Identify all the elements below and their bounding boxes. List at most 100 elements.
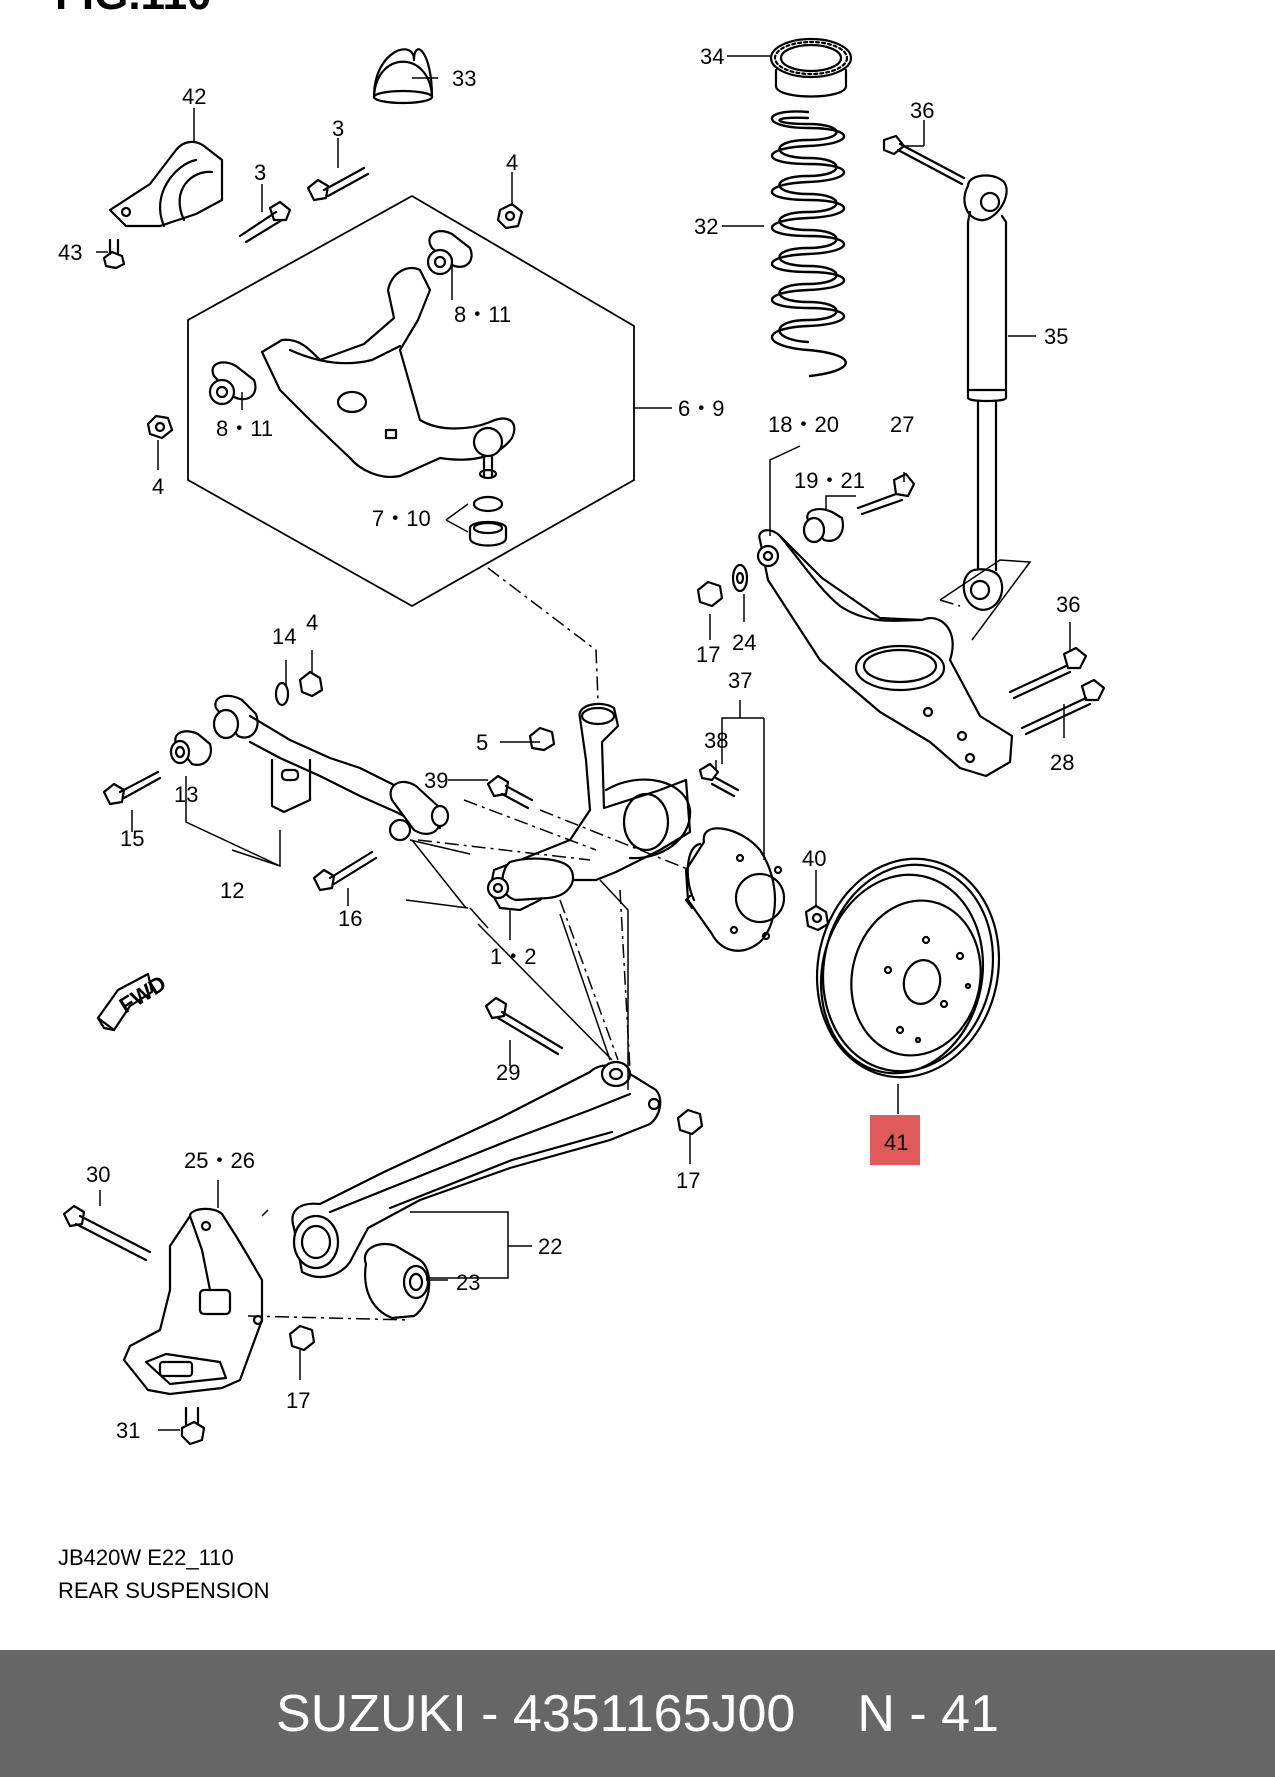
part-24-washer [731,563,749,593]
part-17-nut-b [676,1108,704,1136]
callout-4: 4 [506,150,518,175]
callout-39: 39 [424,768,448,793]
callout-38: 38 [704,728,728,753]
leader-lines [96,55,1071,1431]
part-12-lateral-rod [212,694,450,842]
callout-5: 5 [476,730,488,755]
part-40-nut [804,904,830,932]
group-brackets [405,445,1032,1090]
part-8-11-bushing-a [426,230,473,276]
figure-title-partial: FIG.110 [55,0,212,20]
part-22-trailing-arm [291,1060,662,1279]
callout-labels: 33 34 42 3 3 4 36 32 43 8・11 35 6・9 8・11… [58,44,1080,1443]
callout-8-11: 8・11 [454,302,511,327]
footer-bar: SUZUKI - 4351165J00 N - 41 [0,1650,1275,1777]
callout-30: 30 [86,1162,110,1187]
part-28-bolt [1020,678,1106,736]
callout-4: 4 [152,474,164,499]
callout-17: 17 [696,642,720,667]
callout-28: 28 [1050,750,1074,775]
part-4-nut-c [298,670,324,698]
part-15-bolt [102,770,162,806]
part-36-bolt-top [882,134,966,186]
part-38-bolt [698,762,740,798]
callout-18-20: 18・20 [768,412,839,437]
part-7-10-ball-joint-boot [468,495,508,547]
part-27-bolt [856,472,916,516]
part-41-brake-drum [815,857,1001,1079]
fwd-arrow-icon [96,972,154,1032]
part-1-2-knuckle [486,702,692,912]
callout-1-2: 1・2 [490,944,536,969]
callout-32: 32 [694,214,718,239]
part-6-9-upper-arm-box [187,195,635,607]
footer-ref-label: N - 41 [857,1684,999,1743]
part-30-bolt [62,1204,152,1262]
section-name: REAR SUSPENSION [58,1578,270,1603]
callout-13: 13 [174,782,198,807]
callout-34: 34 [700,44,724,69]
callout-12: 12 [220,878,244,903]
callout-8-11: 8・11 [216,416,273,441]
callout-3: 3 [332,116,344,141]
callout-27: 27 [890,412,914,437]
part-25-26-bracket [122,1207,264,1396]
callout-42: 42 [182,84,206,109]
callout-23: 23 [456,1270,480,1295]
callout-43: 43 [58,240,82,265]
callout-36: 36 [1056,592,1080,617]
part-17-nut-c [288,1324,316,1352]
part-4-nut-b [146,414,174,440]
callout-29: 29 [496,1060,520,1085]
part-33-cap [372,48,434,105]
part-29-bolt [484,996,564,1056]
part-13-bushing [169,730,212,766]
part-39-bolt [486,774,534,810]
callout-35: 35 [1044,324,1068,349]
callout-3: 3 [254,160,266,185]
part-5-nut [528,726,556,752]
callout-22: 22 [538,1234,562,1259]
highlight-box-41 [870,1115,920,1165]
part-17-nut-a [696,580,724,608]
part-18-20-lower-arm [756,529,1014,778]
part-14-washer [274,681,290,707]
callout-6-9: 6・9 [678,396,724,421]
part-19-21-bushing [802,508,844,544]
part-32-coil-spring [771,110,847,378]
callout-16: 16 [338,906,362,931]
part-37-hub [684,827,786,952]
model-code: JB420W E22_110 [58,1545,234,1570]
part-35-shock-absorber [962,174,1008,611]
callout-40: 40 [802,846,826,871]
part-31-bolt [180,1406,206,1446]
callout-7-10: 7・10 [372,506,431,531]
callout-19-21: 19・21 [794,468,865,493]
callout-25-26: 25・26 [184,1148,255,1173]
part-8-11-bushing-b [208,361,257,406]
callout-36: 36 [910,98,934,123]
part-6-9-upper-arm [260,266,516,480]
part-3-bolt-b [306,166,370,202]
assembly-lines [247,567,961,1321]
rear-suspension-exploded-diagram: FWD 33 34 42 3 3 4 36 32 43 8・11 35 6・9 … [58,37,1106,1446]
part-34-spring-seat [769,37,853,98]
part-36-bolt-lower [1008,646,1088,700]
part-4-nut-a [496,202,524,230]
callout-41: 41 [884,1130,908,1155]
callout-37: 37 [728,668,752,693]
callout-15: 15 [120,826,144,851]
callout-14: 14 [272,624,296,649]
part-3-bolt-a [238,200,292,244]
callout-24: 24 [732,630,756,655]
callout-17: 17 [286,1388,310,1413]
part-16-bolt [312,850,378,892]
part-43-bolt [102,238,126,270]
callout-4: 4 [306,610,318,635]
callout-17: 17 [676,1168,700,1193]
callout-31: 31 [116,1418,140,1443]
part-42-bracket [108,140,224,228]
callout-33: 33 [452,66,476,91]
footer-product-label: SUZUKI - 4351165J00 [276,1684,796,1743]
part-23-bushing [363,1242,431,1320]
